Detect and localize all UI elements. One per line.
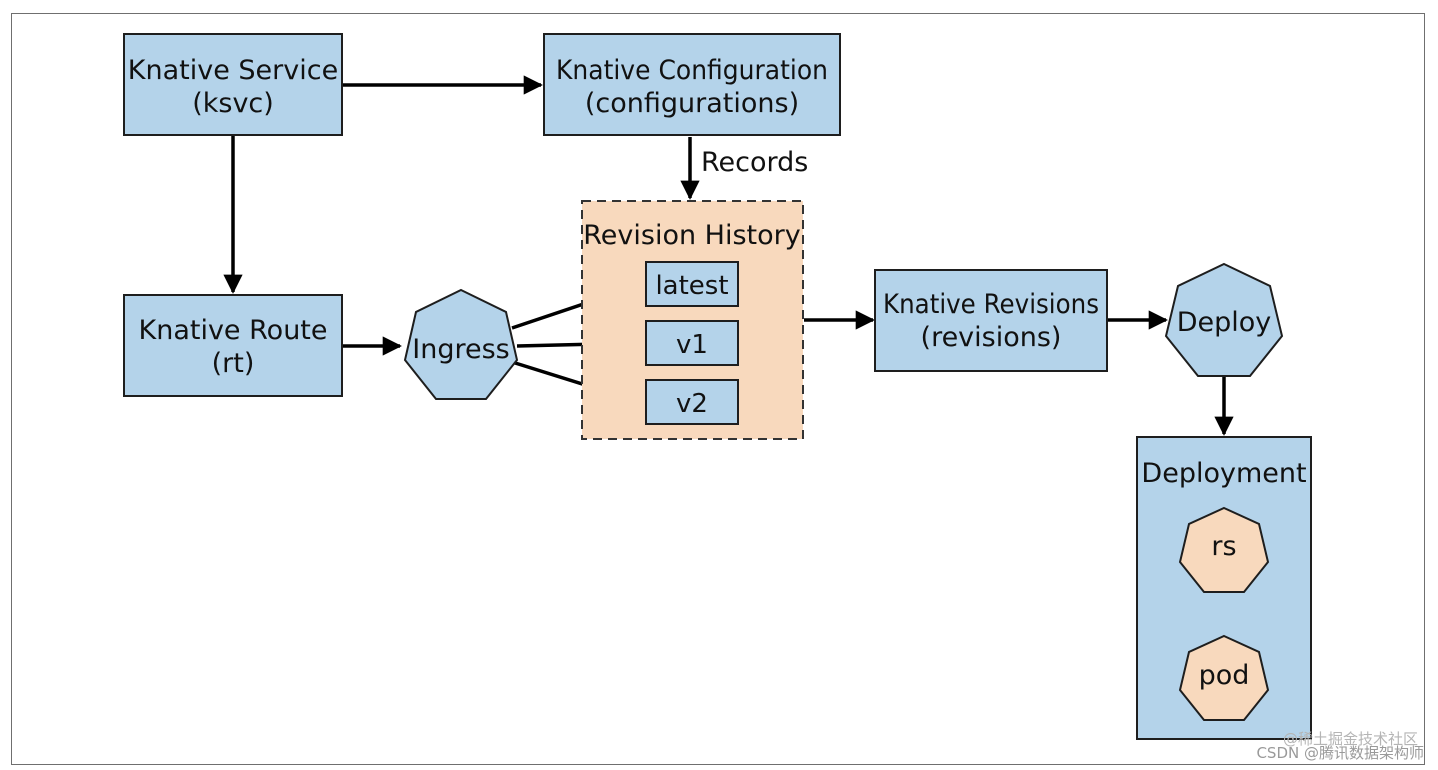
revision-v2-label: v2 <box>676 389 708 419</box>
revision-latest-label: latest <box>655 271 728 301</box>
revision-history-title: Revision History <box>583 220 800 251</box>
revision-item-v2: v2 <box>645 379 739 425</box>
ksvc-title: Knative Service <box>128 55 338 86</box>
diagram-frame <box>11 13 1425 765</box>
node-knative-configuration: Knative Configuration (configurations) <box>543 33 841 136</box>
node-ingress: Ingress <box>403 288 519 400</box>
records-label: Records <box>701 147 808 178</box>
pod-label: pod <box>1199 660 1250 691</box>
configuration-subtitle: (configurations) <box>585 88 799 119</box>
configuration-title: Knative Configuration <box>556 55 828 86</box>
deployment-title: Deployment <box>1141 458 1306 489</box>
watermark-juejin: @稀土掘金技术社区 <box>1283 730 1418 748</box>
ingress-label: Ingress <box>412 334 509 365</box>
ksvc-subtitle: (ksvc) <box>192 88 274 119</box>
node-revision-history: Revision History latest v1 v2 <box>581 200 804 440</box>
node-pod: pod <box>1178 634 1270 721</box>
revisions-title: Knative Revisions <box>883 289 1099 320</box>
deploy-label: Deploy <box>1177 307 1272 338</box>
node-rs: rs <box>1178 506 1270 593</box>
rs-label: rs <box>1211 531 1236 562</box>
route-title: Knative Route <box>139 315 328 346</box>
revision-v1-label: v1 <box>676 330 708 360</box>
node-knative-revisions: Knative Revisions (revisions) <box>874 269 1108 372</box>
node-deploy: Deploy <box>1164 262 1284 377</box>
revisions-subtitle: (revisions) <box>921 322 1062 353</box>
route-subtitle: (rt) <box>212 348 255 379</box>
node-knative-route: Knative Route (rt) <box>123 294 343 397</box>
node-deployment: Deployment rs pod <box>1136 436 1312 740</box>
node-knative-service: Knative Service (ksvc) <box>123 33 343 136</box>
revision-item-latest: latest <box>645 261 739 307</box>
watermark-csdn: CSDN @腾讯数据架构师 <box>1256 744 1424 762</box>
revision-item-v1: v1 <box>645 320 739 366</box>
